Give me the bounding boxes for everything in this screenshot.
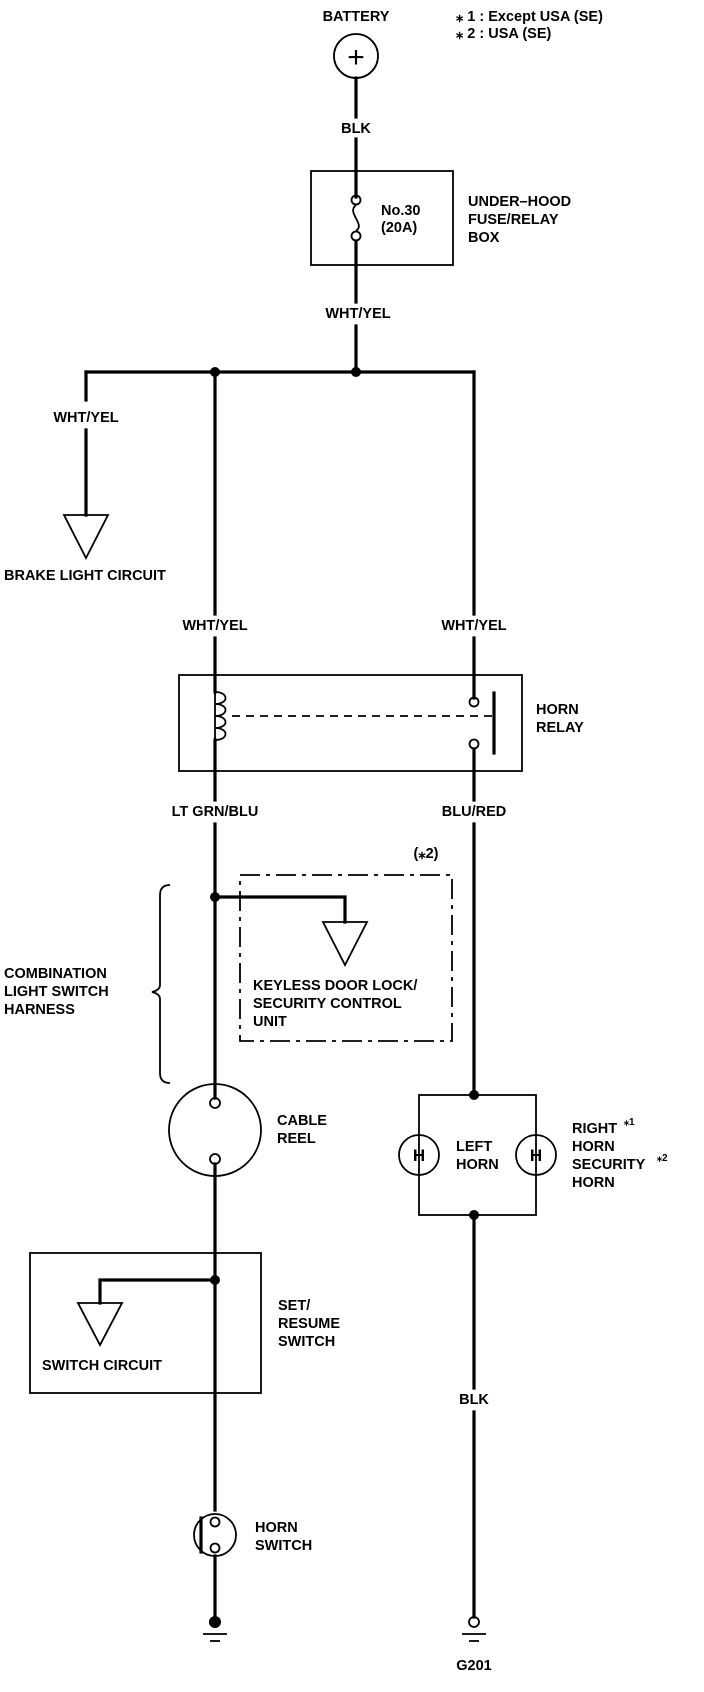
brake-circuit-arrow-icon [62, 514, 110, 560]
wire-label-brake: WHT/YEL [53, 410, 118, 426]
keyless-unit-label-2: SECURITY CONTROL [253, 996, 402, 1012]
set-resume-label-3: SWITCH [278, 1334, 335, 1350]
relay-switch-icon [468, 691, 496, 755]
wire-label-horn-ground: BLK [459, 1392, 489, 1408]
horn-switch-icon [193, 1513, 237, 1557]
right-horn-symbol: H [530, 1146, 542, 1165]
battery-symbol: + [333, 33, 379, 79]
wire-label-relay-switch-in: WHT/YEL [441, 618, 506, 634]
left-horn-icon [398, 1134, 440, 1176]
set-resume-label-2: RESUME [278, 1316, 340, 1332]
fuse-box-label-3: BOX [468, 230, 500, 246]
cable-reel-label-2: REEL [277, 1131, 316, 1147]
left-horn-label-1: LEFT [456, 1139, 492, 1155]
horn-switch-label-1: HORN [255, 1520, 298, 1536]
keyless-unit-label-1: KEYLESS DOOR LOCK/ [253, 978, 417, 994]
horn-relay-outline [178, 674, 523, 772]
wire-keyless-feed [213, 895, 347, 924]
keyless-unit-label-3: UNIT [253, 1014, 287, 1030]
right-horn-label-1: RIGHT [572, 1121, 617, 1137]
ground-icon-g201 [462, 1616, 486, 1642]
cable-reel-label-1: CABLE [277, 1113, 327, 1129]
horn-relay-label-2: RELAY [536, 720, 584, 736]
cable-reel-contact-top [209, 1097, 221, 1109]
harness-brace [151, 884, 171, 1084]
horn-relay-label-1: HORN [536, 702, 579, 718]
right-horn-label-3: SECURITY [572, 1157, 646, 1173]
note-1: ⁎ 1 : Except USA (SE) [456, 9, 603, 25]
fuse-box-label-1: UNDER–HOOD [468, 194, 571, 210]
note-2: ⁎ 2 : USA (SE) [456, 26, 552, 42]
junction-bus-center [351, 367, 361, 377]
battery-plus-icon: + [347, 41, 365, 74]
harness-label-1: COMBINATION [4, 966, 107, 982]
set-resume-label-1: SET/ [278, 1298, 310, 1314]
ground-label: G201 [456, 1658, 491, 1674]
left-horn-label-2: HORN [456, 1157, 499, 1173]
keyless-unit-outline [239, 874, 453, 1042]
horn-parallel-frame [418, 1094, 537, 1216]
relay-coil-icon [214, 691, 227, 741]
horn-switch-label-2: SWITCH [255, 1538, 312, 1554]
wire-set-resume-feed [98, 1278, 217, 1305]
wire-label-relay-coil-in: WHT/YEL [182, 618, 247, 634]
right-horn-label-2: HORN [572, 1139, 615, 1155]
right-horn-icon [515, 1134, 557, 1176]
fuse-box-label-2: FUSE/RELAY [468, 212, 559, 228]
ground-icon-horn-switch [203, 1616, 227, 1642]
wire-label-blk-battery: BLK [341, 121, 371, 137]
fuse-number: No.30 [381, 203, 421, 219]
fuse-rating: (20A) [381, 220, 417, 236]
wire-label-fuse-out: WHT/YEL [325, 306, 390, 322]
right-horn-label-4: HORN [572, 1175, 615, 1191]
left-horn-symbol: H [413, 1146, 425, 1165]
keyless-unit-arrow-icon [321, 921, 369, 967]
keyless-unit-note: (⁎2) [414, 846, 439, 862]
wire-label-relay-coil-out: LT GRN/BLU [172, 804, 259, 820]
fuse-box-outline [310, 170, 454, 266]
set-resume-switch-outline [29, 1252, 262, 1394]
switch-circuit-arrow-icon [76, 1302, 124, 1347]
battery-label: BATTERY [323, 9, 390, 25]
switch-circuit-label: SWITCH CIRCUIT [42, 1358, 162, 1374]
brake-circuit-label: BRAKE LIGHT CIRCUIT [4, 568, 166, 584]
harness-label-3: HARNESS [4, 1002, 75, 1018]
right-horn-note-2: ⁎2 [657, 1153, 668, 1164]
fuse-icon [350, 194, 362, 242]
wire-label-relay-switch-out: BLU/RED [442, 804, 506, 820]
harness-label-2: LIGHT SWITCH [4, 984, 109, 1000]
right-horn-note-1: ⁎1 [624, 1117, 635, 1128]
